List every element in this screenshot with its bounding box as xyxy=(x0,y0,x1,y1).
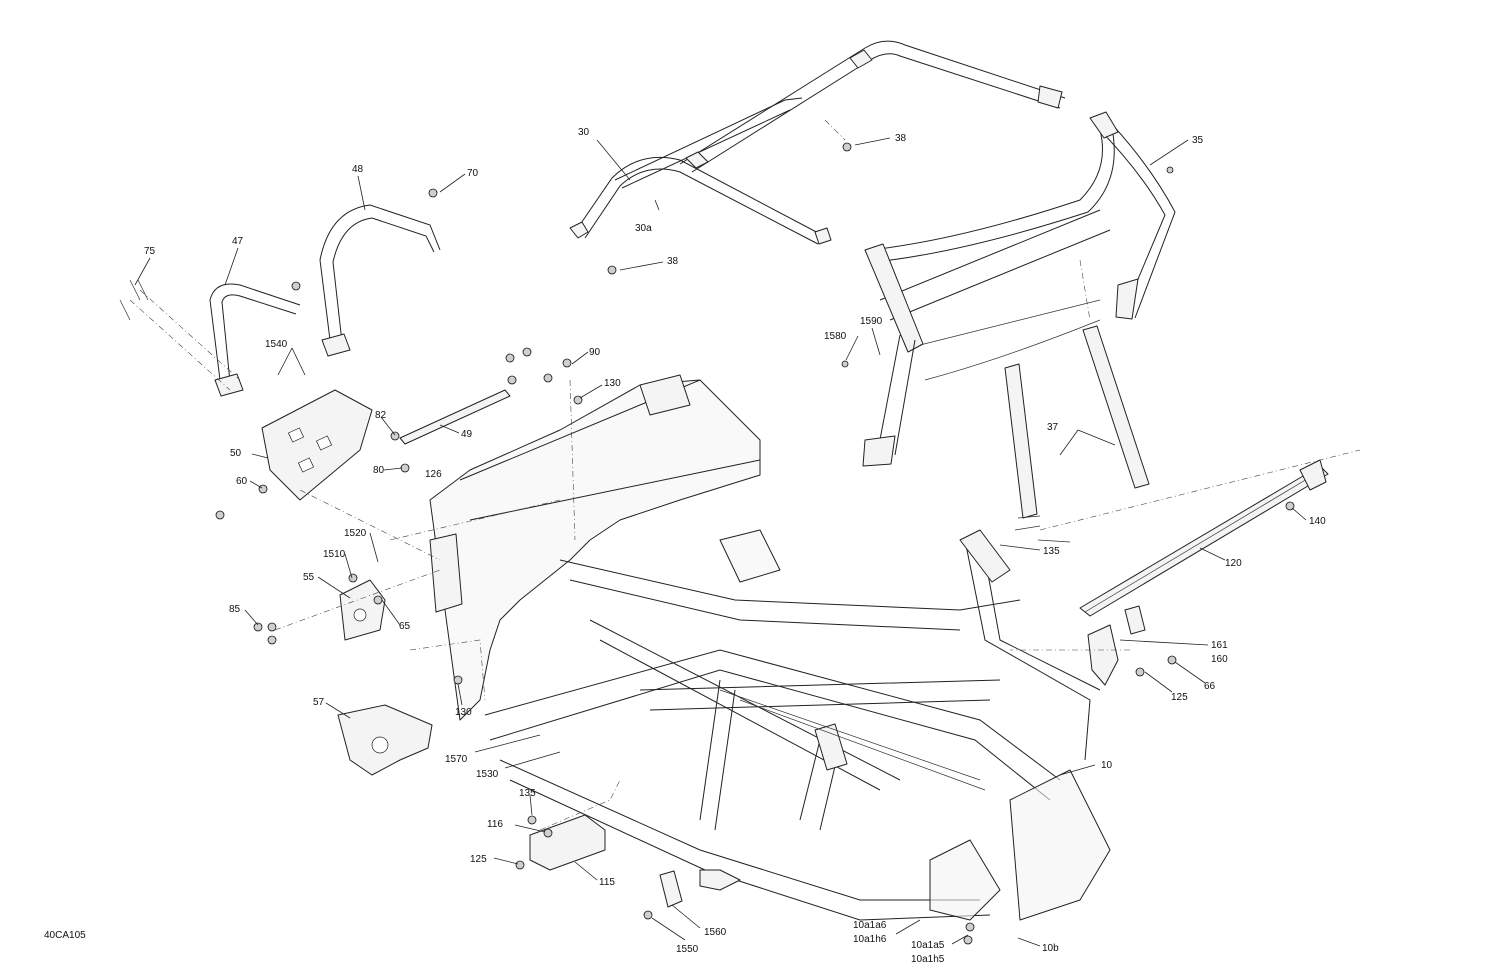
callout-leader-lines xyxy=(134,137,1307,947)
fasteners xyxy=(119,142,1295,945)
engine-mount xyxy=(339,579,386,641)
callout-57: 57 xyxy=(313,697,325,708)
callout-35: 35 xyxy=(1192,135,1204,146)
callout-38-upper: 38 xyxy=(895,133,907,144)
callout-160: 160 xyxy=(1211,654,1228,665)
callout-125-left: 125 xyxy=(470,854,487,865)
front-rops-bar xyxy=(569,40,1066,245)
callout-10a1h6: 10a1h6 xyxy=(853,934,887,945)
callout-120: 120 xyxy=(1225,558,1242,569)
callout-70: 70 xyxy=(467,168,479,179)
callout-85: 85 xyxy=(229,604,241,615)
callout-65: 65 xyxy=(399,621,411,632)
callout-48: 48 xyxy=(352,164,364,175)
callout-116: 116 xyxy=(487,819,503,830)
hinge-bracket xyxy=(659,870,683,908)
callout-135-upper: 135 xyxy=(1043,546,1060,557)
callout-55: 55 xyxy=(303,572,315,583)
callout-1530: 1530 xyxy=(476,769,499,780)
callout-1560: 1560 xyxy=(704,927,727,938)
callout-80: 80 xyxy=(373,465,385,476)
callout-90: 90 xyxy=(589,347,601,358)
alignment-lines xyxy=(129,119,1130,831)
callout-130-upper: 130 xyxy=(604,378,621,389)
callout-10a1a5: 10a1a5 xyxy=(911,940,945,951)
front-bracket xyxy=(261,389,373,501)
callout-10a1h5: 10a1h5 xyxy=(911,954,945,965)
callout-140: 140 xyxy=(1309,516,1326,527)
rear-rops-bar xyxy=(862,111,1176,467)
rear-uprights xyxy=(1004,325,1150,519)
drawing-reference-code: 40CA105 xyxy=(44,930,86,941)
callout-1570: 1570 xyxy=(445,754,468,765)
callout-130-lower: 130 xyxy=(455,707,472,718)
callout-60: 60 xyxy=(236,476,248,487)
side-rail xyxy=(1039,449,1361,617)
callout-30: 30 xyxy=(578,127,590,138)
drawing-artwork xyxy=(119,40,1361,945)
callout-1550: 1550 xyxy=(676,944,699,955)
callout-30a: 30a xyxy=(635,223,652,234)
callout-1510: 1510 xyxy=(323,549,346,560)
callout-10a1a6: 10a1a6 xyxy=(853,920,887,931)
callout-115: 115 xyxy=(599,877,615,888)
callout-125-right: 125 xyxy=(1171,692,1188,703)
front-bumper-tubes xyxy=(209,204,441,397)
lower-bracket xyxy=(529,814,606,871)
callout-126: 126 xyxy=(425,469,442,480)
callout-38-lower: 38 xyxy=(667,256,679,267)
side-bracket xyxy=(1087,605,1146,686)
callout-50: 50 xyxy=(230,448,242,459)
cross-bar xyxy=(399,389,511,445)
callout-47: 47 xyxy=(232,236,244,247)
callout-1590: 1590 xyxy=(860,316,883,327)
callout-1540: 1540 xyxy=(265,339,288,350)
callout-66: 66 xyxy=(1204,681,1216,692)
callout-labels: 30 30a 38 38 35 48 70 47 75 1540 90 130 … xyxy=(144,127,1326,965)
callout-10: 10 xyxy=(1101,760,1113,771)
callout-10b: 10b xyxy=(1042,943,1059,954)
callout-49: 49 xyxy=(461,429,473,440)
callout-1580: 1580 xyxy=(824,331,847,342)
callout-82: 82 xyxy=(375,410,387,421)
callout-161: 161 xyxy=(1211,640,1228,651)
callout-135-lower: 135 xyxy=(519,788,536,799)
callout-37: 37 xyxy=(1047,422,1059,433)
callout-75: 75 xyxy=(144,246,156,257)
rear-mount xyxy=(337,704,433,776)
callout-1520: 1520 xyxy=(344,528,367,539)
main-chassis-frame xyxy=(429,374,1111,921)
